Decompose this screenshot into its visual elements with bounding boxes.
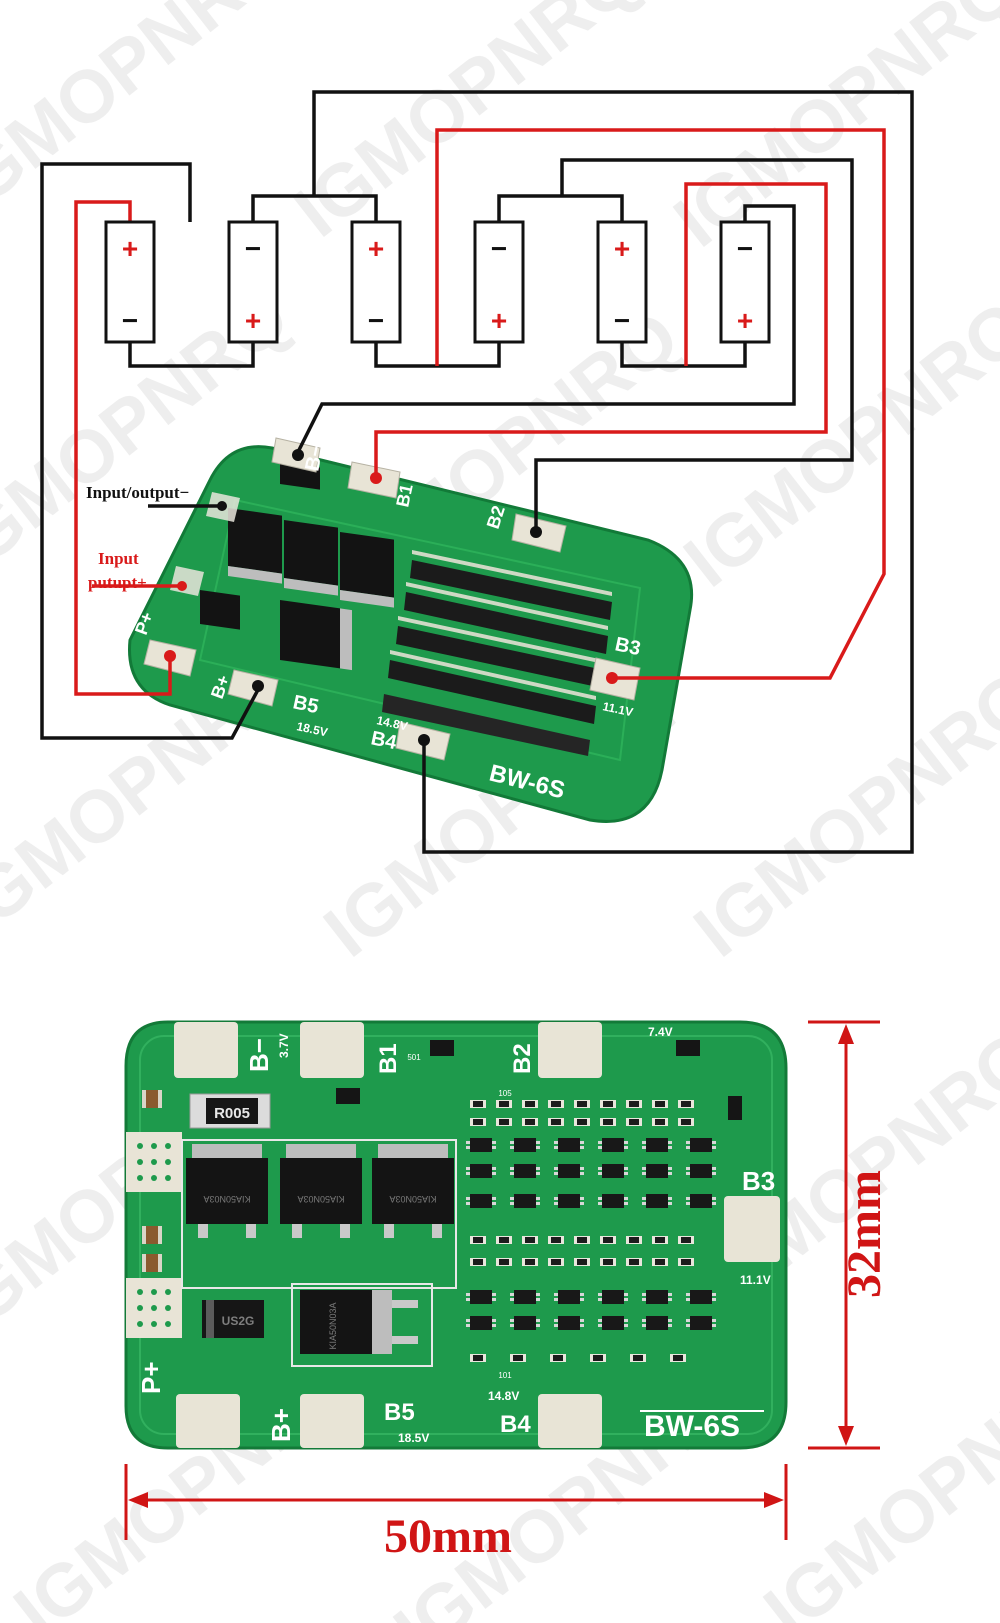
pad-pplus [176, 1394, 240, 1448]
callout-input-positive-line1: Input [98, 549, 139, 568]
pad-label-b1: B1 [375, 1043, 402, 1074]
capacitors [142, 1090, 162, 1272]
resistor-code-105: 105 [498, 1089, 512, 1098]
cell-2-bottom-sign: + [245, 305, 261, 336]
connection-dots [164, 449, 618, 746]
cell-4-top-sign: − [491, 233, 507, 264]
pcb-board-flat: R005 KIA50N03A KIA50N03A KIA50N03A KIA50… [124, 1020, 788, 1450]
callout-input-positive-line2: putupt+ [88, 573, 147, 592]
voltage-111-top: 11.1V [601, 699, 634, 719]
pad-label-b3-top: B3 [613, 633, 643, 660]
voltage-111: 11.1V [740, 1273, 771, 1287]
pad-bplus [300, 1394, 364, 1448]
pad-b3 [724, 1196, 780, 1262]
pad-label-bminus-top: B− [301, 443, 328, 473]
mosfet-2-marking: KIA50N03A [297, 1194, 344, 1204]
cell-6: − + [719, 220, 771, 344]
pad-label-bplus: B+ [266, 1408, 296, 1442]
diode-marking: US2G [222, 1314, 255, 1328]
svg-text:IGMOPNRQ: IGMOPNRQ [679, 654, 1000, 973]
cell-6-top-sign: − [737, 233, 753, 264]
cell-6-bottom-sign: + [737, 305, 753, 336]
height-dimension-label: 32mm [838, 1170, 891, 1298]
pad-label-b5: B5 [384, 1399, 415, 1426]
voltage-185: 18.5V [398, 1431, 429, 1445]
battery-cells: + − − + + − − + + − − + [104, 220, 771, 344]
pad-bminus [174, 1022, 238, 1078]
cell-2-top-sign: − [245, 233, 261, 264]
pad-label-b4-top: B4 [369, 727, 399, 754]
resistor-code-501: 501 [407, 1053, 421, 1062]
voltage-148: 14.8V [488, 1389, 519, 1403]
cell-2: − + [227, 220, 279, 344]
mosfet-1-marking: KIA50N03A [203, 1194, 250, 1204]
width-dimension-label: 50mm [384, 1510, 512, 1563]
board-model: BW-6S [644, 1410, 740, 1443]
pad-label-b2: B2 [509, 1043, 536, 1074]
callout-input-output-negative: Input/output− [86, 483, 189, 502]
pad-label-b1-top: B1 [392, 482, 416, 509]
dimension-width [124, 1464, 788, 1540]
shunt-resistor-label: R005 [214, 1105, 250, 1122]
cell-1-top-sign: + [122, 233, 138, 264]
voltage-148-top: 14.8V [375, 713, 409, 733]
pad-label-b4: B4 [500, 1411, 531, 1438]
voltage-185-top: 18.5V [295, 719, 329, 739]
voltage-74: 7.4V [648, 1025, 673, 1039]
mosfet-4-marking: KIA50N03A [328, 1302, 338, 1349]
black-wires [40, 90, 914, 854]
cell-3-top-sign: + [368, 233, 384, 264]
pad-b1 [300, 1022, 364, 1078]
cell-3: + − [350, 220, 402, 344]
pad-label-b5-top: B5 [291, 691, 321, 718]
cell-4-bottom-sign: + [491, 305, 507, 336]
pad-b2 [538, 1022, 602, 1078]
pad-b4 [538, 1394, 602, 1448]
cell-5-top-sign: + [614, 233, 630, 264]
voltage-37: 3.7V [277, 1033, 291, 1058]
pcb-board-perspective: B− B1 B2 B3 B4 B5 B+ P+ BW-6S 14.8V 18.5… [128, 437, 694, 823]
dimension-height [808, 1020, 880, 1450]
cell-5: + − [596, 220, 648, 344]
pad-label-bminus: B− [244, 1038, 274, 1072]
cell-4: − + [473, 220, 525, 344]
svg-text:IGMOPNRQ: IGMOPNRQ [279, 0, 654, 253]
resistor-code-101: 101 [498, 1371, 512, 1380]
cell-1-bottom-sign: − [122, 305, 138, 336]
cell-5-bottom-sign: − [614, 305, 630, 336]
pad-label-pplus: P+ [136, 1361, 166, 1394]
svg-text:IGMOPNRQ: IGMOPNRQ [669, 284, 1000, 603]
cell-1: + − [104, 220, 156, 344]
red-wires [74, 128, 886, 696]
pad-label-b3: B3 [742, 1166, 775, 1196]
mosfet-3-marking: KIA50N03A [389, 1194, 436, 1204]
cell-3-bottom-sign: − [368, 305, 384, 336]
